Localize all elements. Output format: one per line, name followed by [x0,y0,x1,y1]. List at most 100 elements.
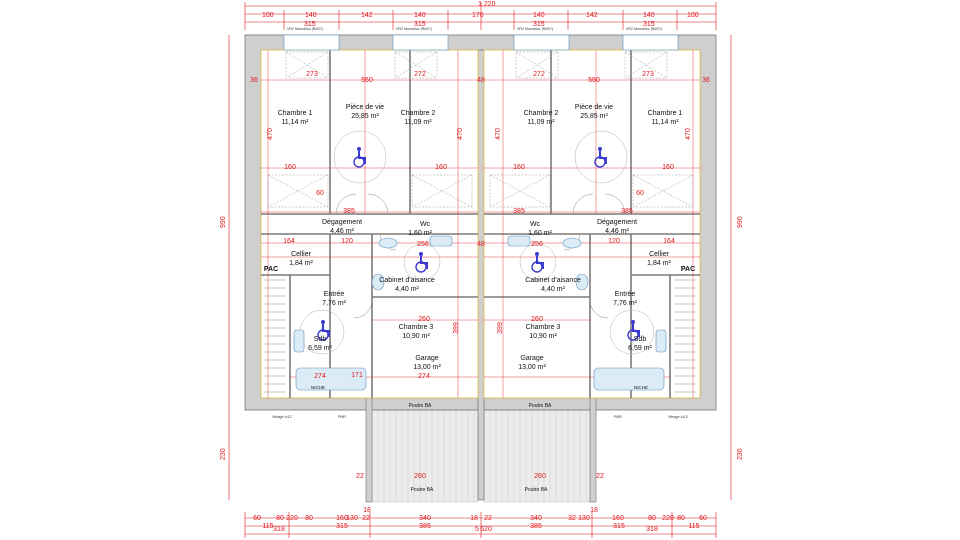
room-area: 4,46 m² [330,228,354,235]
dim-label: 220 [286,515,298,522]
room-area: 4,46 m² [605,228,629,235]
wheelchair-icon [594,147,607,168]
dim-label: 470 [685,128,692,140]
window-label: VR2 Monobloc (RdS?) [396,27,432,31]
room-area: 11,14 m² [281,119,309,126]
dim-label: 115 [688,523,699,530]
dim-label: 80 [276,515,284,522]
room-name: Chambre 3 [399,324,434,331]
exterior-walls [244,34,717,503]
room-area: 6,59 m² [628,345,652,352]
dim-label: 5 [475,526,479,533]
dim-label: 990 [737,216,744,228]
room-name: Chambre 1 [278,110,313,117]
room-name: Cabinet d'aisance [379,277,435,284]
dim-label: 315 [414,21,426,28]
dim-label: 140 [414,12,426,19]
dim-label: 22 [356,473,364,480]
pac-label: PAC [681,266,695,273]
dim-label: 32 [568,515,576,522]
dim-label: 256 [531,241,543,248]
dim-label: 470 [495,128,502,140]
dim-label: 274 [418,373,430,380]
dim-label: 120 [608,238,620,245]
wardrobes [267,51,694,208]
niche-label: NICHE [311,385,325,390]
glazing-label: Vitrage 4•12 [272,415,292,419]
dim-label: 36 [702,77,710,84]
dim-label: 385 [530,523,542,530]
dim-label: 80 [305,515,313,522]
dim-label: 273 [306,71,318,78]
room-area: 1,84 m² [289,260,313,267]
dim-label: 22 [362,515,370,522]
beam-label: Poutre BA [411,487,434,493]
room-name: Garage [520,355,543,362]
windows-top [283,34,679,51]
dim-label: 315 [533,21,545,28]
room-name: Dégagement [597,219,637,226]
dim-label: 142 [361,12,373,19]
dim-label: 160 [435,164,447,171]
beam-label: Poutre BA [525,487,548,493]
dim-label: 160 [612,515,624,522]
room-name: Cabinet d'aisance [525,277,581,284]
turning-circles [299,130,655,355]
wheelchair-icon [531,252,544,273]
room-name: Chambre 1 [648,110,683,117]
dim-label: 385 [419,523,431,530]
room-name: Chambre 3 [526,324,561,331]
beam-label: Poutre BA [529,403,552,409]
window-captions: VR2 Monobloc (RdS?) VR2 Monobloc (RdS?) … [287,27,662,31]
room-name: Pièce de vie [575,104,613,111]
wheelchair-icon [317,320,330,341]
dim-label: 470 [457,128,464,140]
wheelchair-icon [415,252,428,273]
room-area: 1,60 m² [528,230,552,237]
niche-label: NICHE [634,385,648,390]
dim-label: 18 [470,515,478,522]
wheelchair-icon [627,320,640,341]
room-area: 10,90 m² [529,333,557,340]
dim-label: 230 [220,448,227,460]
room-name: Garage [415,355,438,362]
sanitary-fixtures [293,235,667,391]
room-area: 25,85 m² [580,113,608,120]
dim-label: 315 [643,21,655,28]
dim-label: 315 [304,21,316,28]
dim-label: 230 [737,448,744,460]
dim-label: 385 [621,208,633,215]
dim-label: 385 [513,208,525,215]
dim-label: 550 [588,77,600,84]
room-name: Cellier [649,251,670,258]
dim-label: 100 [687,12,699,19]
room-name: Sdb [634,336,647,343]
room-area: 1,60 m² [408,230,432,237]
room-name: Chambre 2 [524,110,559,117]
dim-label: 399 [453,322,460,334]
glazing-label: Vitrage 4•12 [668,415,688,419]
room-name: Wc [420,221,431,228]
bottom-dimensions: 60 80 220 80 160 18 130 22 340 18 22 340… [253,507,707,533]
dim-label: 140 [305,12,317,19]
wheelchair-icon [353,147,366,168]
side-dimensions: 990 230 990 230 [220,216,744,460]
room-name: Dégagement [322,219,362,226]
dim-label: 160 [513,164,525,171]
pac-label: PAC [264,266,278,273]
dim-label: 22 [484,515,492,522]
room-name: Entrée [324,291,345,298]
room-name: Wc [530,221,541,228]
room-area: 1,84 m² [647,260,671,267]
dim-label: 272 [533,71,545,78]
dim-label: 48 [477,241,485,248]
room-area: 4,40 m² [541,286,565,293]
dim-label: 340 [530,515,542,522]
room-area: 10,90 m² [402,333,430,340]
dim-label: 399 [497,322,504,334]
dim-label: 260 [531,316,543,323]
room-area: 6,59 m² [308,345,332,352]
dim-label: 164 [283,238,295,245]
dim-label: 550 [361,77,373,84]
